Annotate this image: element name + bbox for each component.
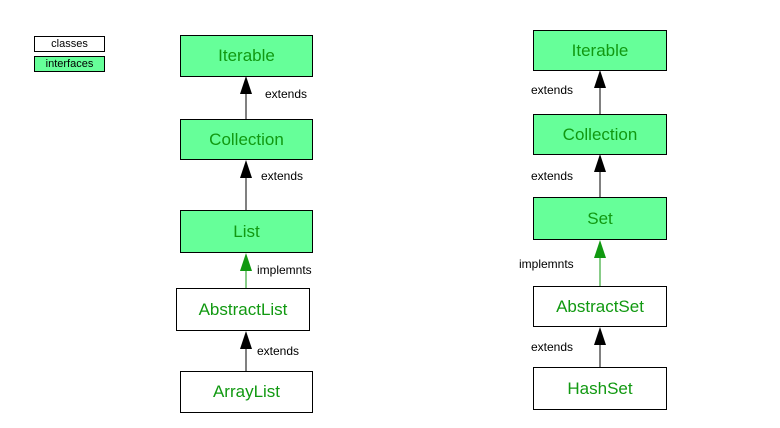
- right-arrow-collection-iterable: [594, 70, 606, 114]
- right-collection-box: Collection: [533, 114, 667, 155]
- left-list-box: List: [180, 210, 313, 253]
- right-set-box: Set: [533, 197, 667, 240]
- right-label-extends-1: extends: [531, 83, 574, 97]
- right-label-implements: implemnts: [519, 257, 574, 271]
- right-label-extends-2: extends: [531, 169, 574, 183]
- right-label-extends-3: extends: [531, 340, 574, 354]
- right-hashset-box: HashSet: [533, 367, 667, 410]
- legend-classes: classes: [34, 36, 105, 52]
- left-arrow-list-collection: [240, 160, 252, 210]
- left-label-extends-1: extends: [265, 87, 308, 101]
- left-arrow-arraylist-abstractlist: [240, 331, 252, 371]
- left-label-implements: implemnts: [257, 263, 312, 277]
- left-arrow-collection-iterable: [240, 76, 252, 119]
- left-arraylist-box: ArrayList: [180, 371, 313, 413]
- right-abstractset-box: AbstractSet: [533, 286, 667, 327]
- left-collection-box: Collection: [180, 119, 313, 160]
- left-label-extends-2: extends: [261, 169, 304, 183]
- right-arrow-set-collection: [594, 154, 606, 197]
- right-arrow-abstractset-set: [594, 240, 606, 286]
- left-abstractlist-box: AbstractList: [176, 288, 310, 331]
- right-iterable-box: Iterable: [533, 30, 667, 71]
- left-arrow-abstractlist-list: [240, 253, 252, 288]
- legend-interfaces: interfaces: [34, 56, 105, 72]
- left-label-extends-3: extends: [257, 344, 300, 358]
- left-iterable-box: Iterable: [180, 35, 313, 77]
- right-arrow-hashset-abstractset: [594, 327, 606, 367]
